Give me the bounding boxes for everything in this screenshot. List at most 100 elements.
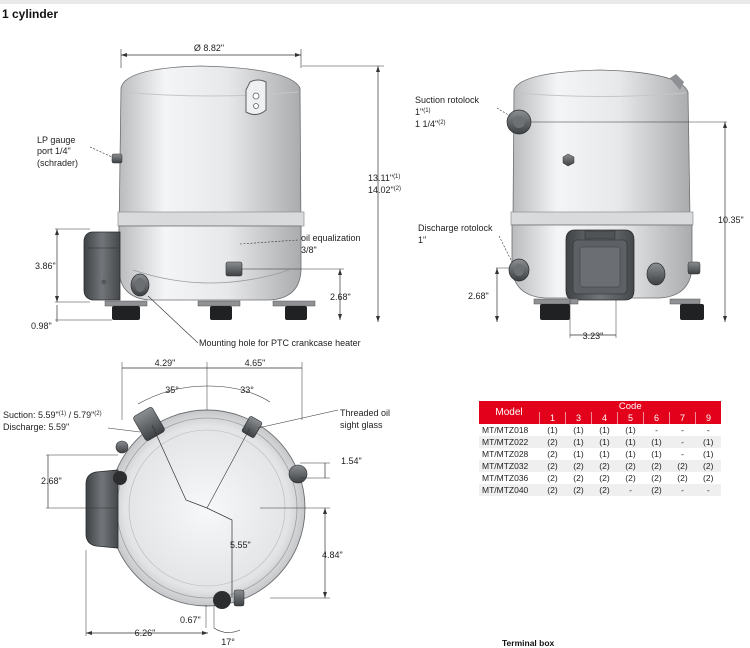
- model-cell: MT/MTZ028: [482, 449, 529, 459]
- code-cell: (1): [703, 449, 714, 459]
- model-cell: MT/MTZ032: [479, 460, 540, 472]
- lp-gauge-line1: LP gauge: [37, 135, 75, 145]
- top-view: 4.29" 4.65" 35° 33° 5.55" Threaded oil s…: [3, 358, 390, 647]
- front-terminal-box: [83, 231, 121, 301]
- code-col: 3: [565, 412, 592, 424]
- code-cell: (2): [651, 473, 662, 483]
- discharge-rotolock-label: Discharge rotolock: [418, 223, 493, 233]
- suction-size-2: 1 1/4"(2): [415, 119, 446, 129]
- discharge-size: 1": [418, 235, 426, 245]
- code-cell: -: [695, 484, 721, 496]
- diameter-label: Ø 8.82": [194, 43, 224, 53]
- code-cell: (2): [539, 436, 566, 448]
- table-row: MT/MTZ018 (1) (1) (1) (1) - - -: [479, 424, 721, 436]
- top-divider: [0, 0, 750, 4]
- model-code-table: Model Code 1 3 4 5 6 7 9 MT/MTZ018 (1) (…: [479, 401, 721, 496]
- top-terminal-box: [85, 469, 119, 549]
- box-height-label: 3.86": [35, 261, 56, 271]
- code-col: 5: [617, 412, 644, 424]
- code-cell: (2): [573, 473, 584, 483]
- angle-left-label: 35°: [165, 385, 179, 395]
- model-cell: MT/MTZ022: [479, 436, 540, 448]
- dim-067-label: 0.67": [180, 615, 201, 625]
- oil-eq-line1: oil equalization: [301, 233, 361, 243]
- discharge-dim-label: Discharge: 5.59": [3, 422, 69, 432]
- side-height-label: 10.35": [718, 215, 744, 225]
- code-cell: (1): [599, 425, 610, 435]
- model-header: Model: [479, 401, 540, 424]
- dim-right-label: 4.65": [245, 358, 266, 368]
- suction-rotolock-label: Suction rotolock: [415, 95, 480, 105]
- code-cell: (2): [591, 484, 618, 496]
- side-view: Suction rotolock 1"(1) 1 1/4"(2) 10.35" …: [415, 69, 744, 341]
- code-cell: (2): [643, 484, 670, 496]
- code-cell: (1): [695, 436, 721, 448]
- code-cell: (1): [625, 449, 636, 459]
- code-cell: (2): [539, 484, 566, 496]
- side-hex-fitting: [562, 153, 575, 167]
- code-cell: (2): [617, 460, 644, 472]
- code-cell: (1): [573, 449, 584, 459]
- top-suction-fitting: [133, 407, 165, 441]
- code-cell: (2): [669, 460, 696, 472]
- terminal-box-heading: Terminal box: [502, 638, 555, 648]
- code-cell: (2): [625, 473, 636, 483]
- oil-height-label: 2.68": [330, 292, 351, 302]
- code-cell: (2): [591, 460, 618, 472]
- code-col: 1: [539, 412, 566, 424]
- code-cell: -: [706, 425, 710, 435]
- model-cell: MT/MTZ018: [482, 425, 529, 435]
- code-cell: (1): [565, 436, 592, 448]
- code-cell: (1): [599, 449, 610, 459]
- code-cell: (2): [695, 460, 721, 472]
- code-cell: (2): [565, 484, 592, 496]
- dim-268-top-label: 2.68": [41, 476, 62, 486]
- code-cell: -: [681, 425, 684, 435]
- code-cell: (2): [703, 473, 714, 483]
- box-offset-label: 3.23": [583, 331, 604, 341]
- code-cell: -: [681, 449, 684, 459]
- code-col: 4: [591, 412, 618, 424]
- code-cell: (2): [643, 460, 670, 472]
- page-title: 1 cylinder: [2, 7, 59, 21]
- model-cell: MT/MTZ036: [482, 473, 529, 483]
- side-shell: [512, 69, 691, 219]
- code-cell: -: [669, 436, 696, 448]
- foot-height-label: 0.98": [31, 321, 52, 331]
- front-view: Ø 8.82" LP gauge port 1/4" (schrader) oi…: [31, 43, 401, 348]
- code-cell: (2): [547, 449, 558, 459]
- angle-right-label: 33°: [240, 385, 254, 395]
- code-cell: (1): [651, 449, 662, 459]
- code-cell: (1): [573, 425, 584, 435]
- code-cell: (2): [677, 473, 688, 483]
- top-discharge-fitting: [213, 591, 231, 609]
- dim-154-label: 1.54": [341, 456, 362, 466]
- dim-484-label: 4.84": [322, 550, 343, 560]
- table-row: MT/MTZ032 (2) (2) (2) (2) (2) (2) (2): [479, 460, 721, 472]
- code-cell: -: [655, 425, 658, 435]
- code-cell: (1): [591, 436, 618, 448]
- height-1-label: 13.11"(1): [368, 173, 400, 183]
- suction-dim-label: Suction: 5.59"(1) / 5.79"(2): [3, 410, 102, 420]
- code-cell: (1): [643, 436, 670, 448]
- model-cell: MT/MTZ040: [479, 484, 540, 496]
- oil-eq-line2: 3/8": [301, 245, 317, 255]
- table-row: MT/MTZ040 (2) (2) (2) - (2) - -: [479, 484, 721, 496]
- discharge-height-label: 2.68": [468, 291, 489, 301]
- lp-gauge-line2: port 1/4": [37, 146, 71, 156]
- dim-left-label: 4.29": [155, 358, 176, 368]
- threaded-line2: sight glass: [340, 420, 383, 430]
- table-row: MT/MTZ036 (2) (2) (2) (2) (2) (2) (2): [479, 472, 721, 484]
- dim-626-label: 6.26": [135, 628, 156, 638]
- code-cell: -: [617, 484, 644, 496]
- code-col: 6: [643, 412, 670, 424]
- threaded-line1: Threaded oil: [340, 408, 390, 418]
- height-2-label: 14.02"(2): [368, 185, 401, 195]
- code-cell: (1): [617, 436, 644, 448]
- table-row: MT/MTZ028 (2) (1) (1) (1) (1) - (1): [479, 448, 721, 460]
- lp-gauge-line3: (schrader): [37, 158, 78, 168]
- table-row: MT/MTZ022 (2) (1) (1) (1) (1) - (1): [479, 436, 721, 448]
- code-header: Code: [539, 401, 721, 412]
- code-cell: (2): [539, 460, 566, 472]
